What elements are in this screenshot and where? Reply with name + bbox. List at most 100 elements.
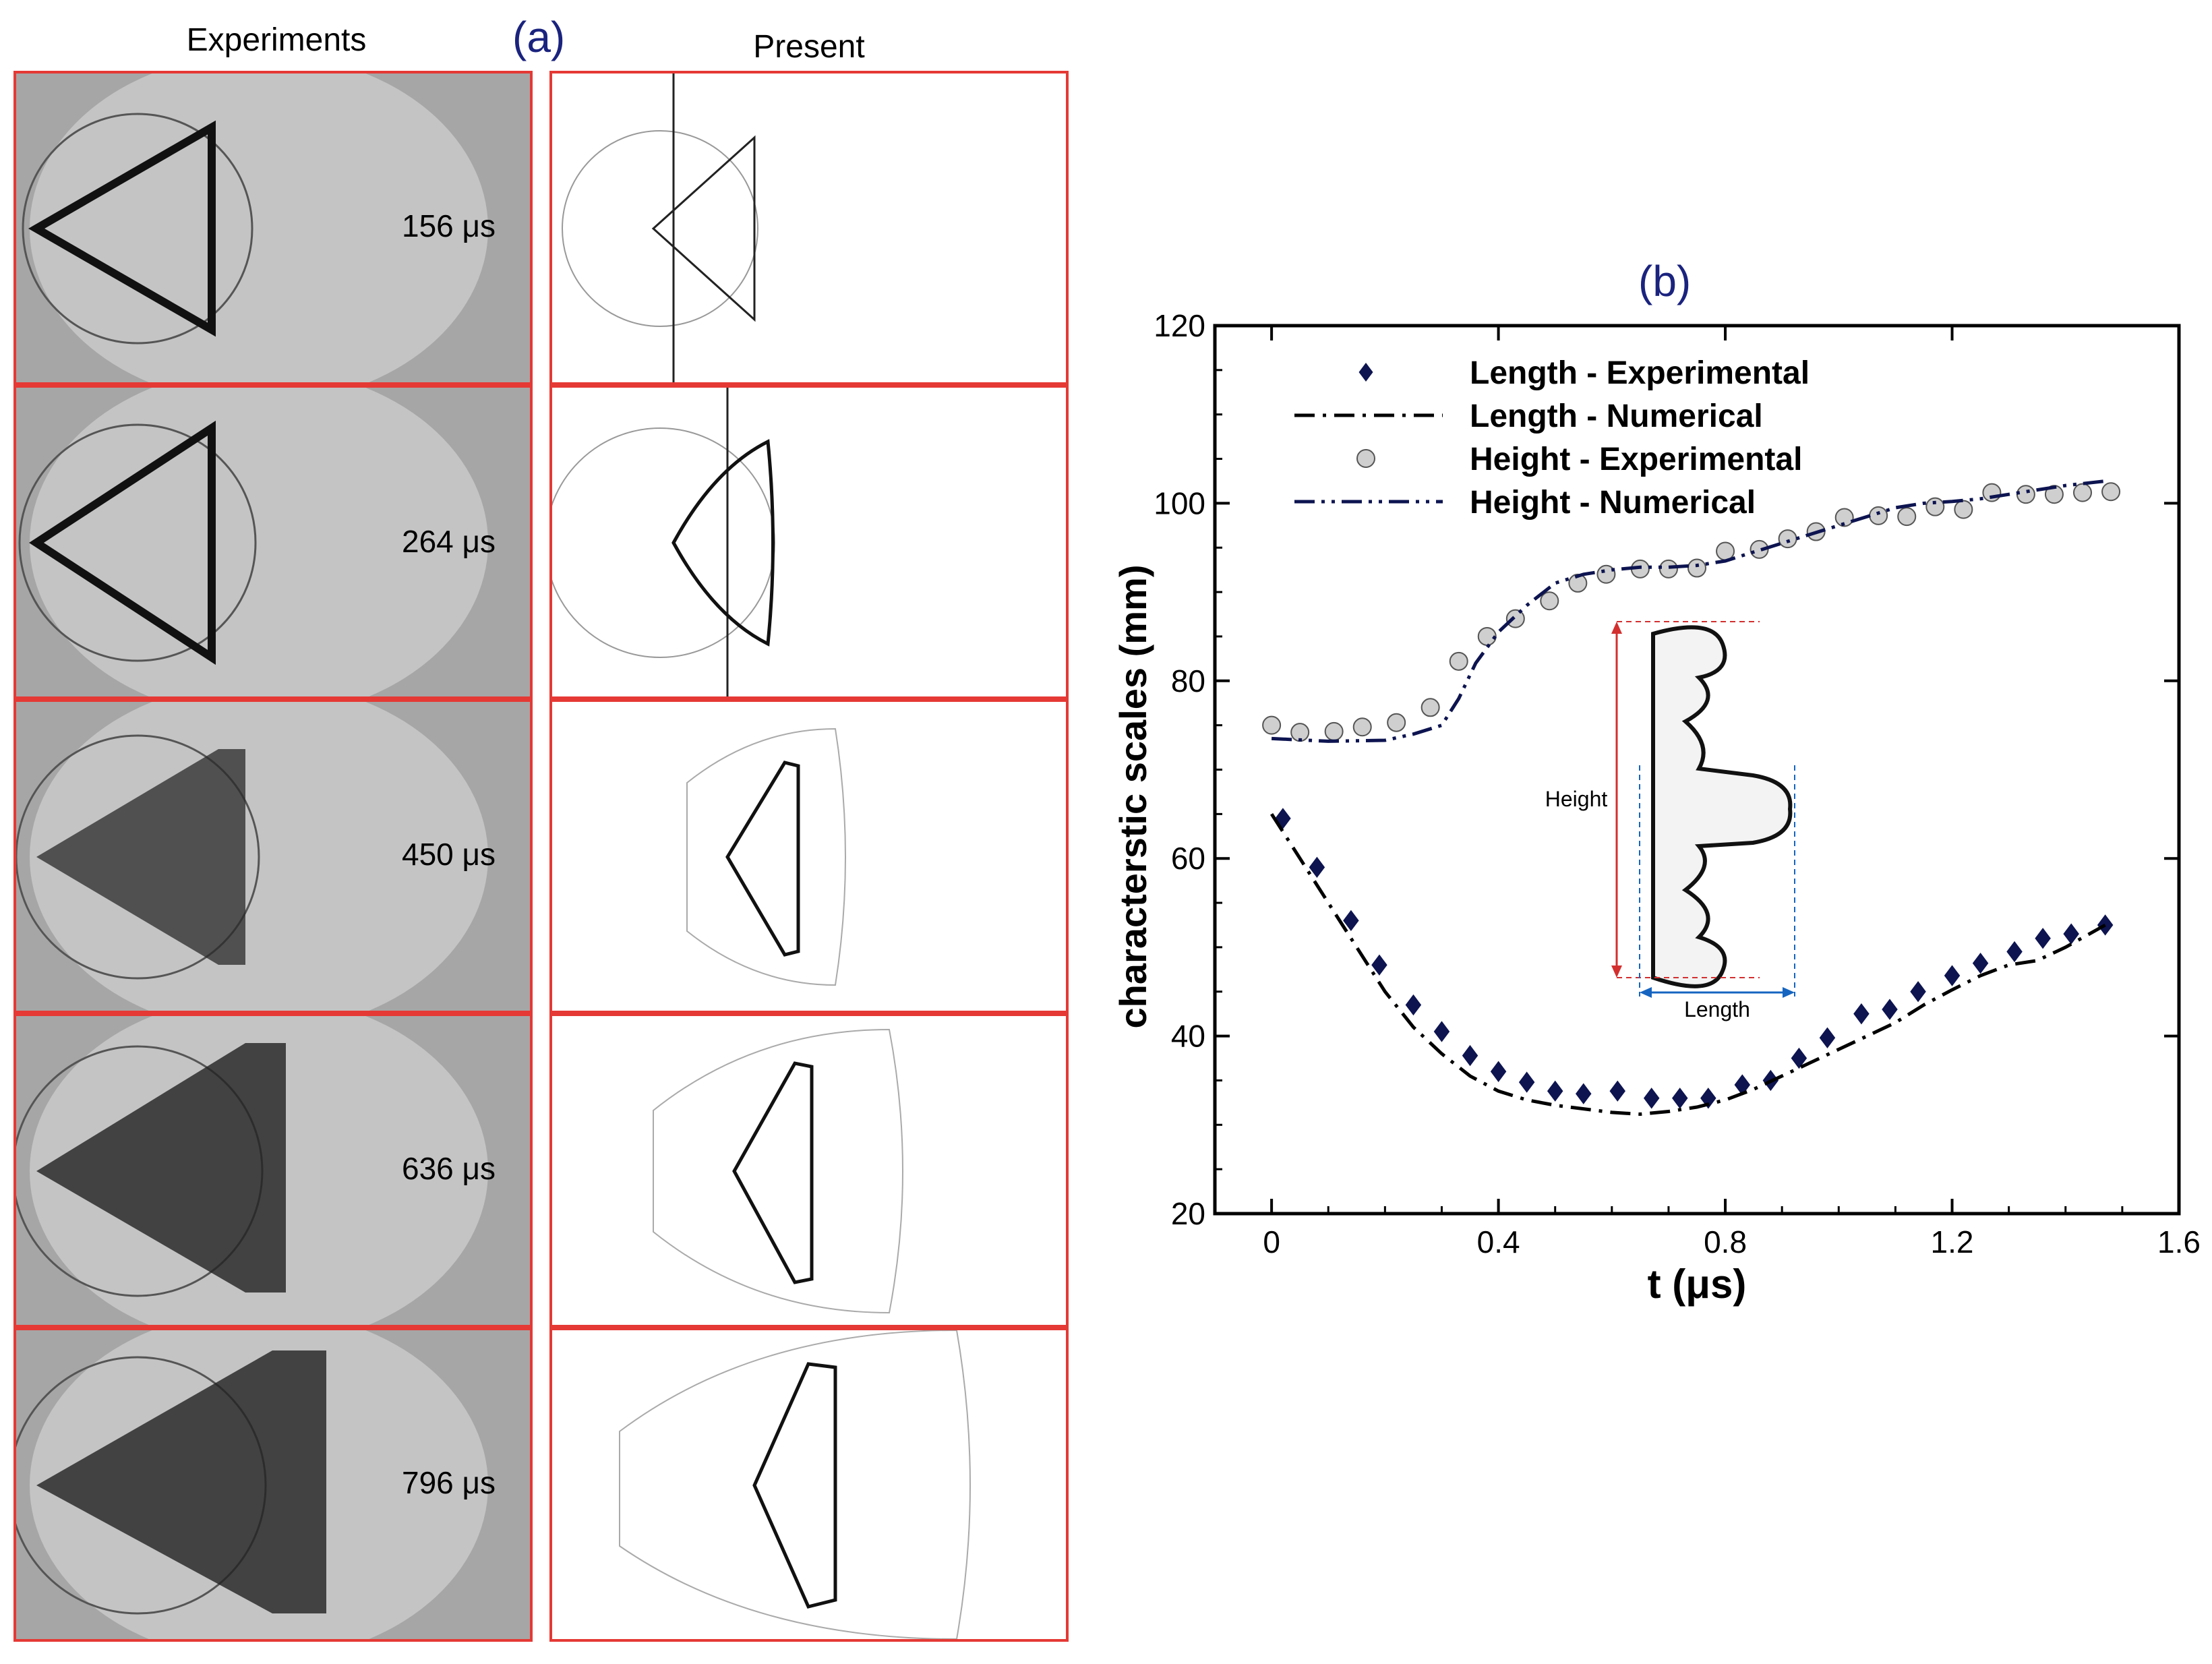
shock-image-experiment-2 (16, 388, 530, 696)
data-point-length-exp (1309, 856, 1325, 879)
numerical-frame-1 (549, 71, 1069, 385)
data-point-height-exp (1954, 500, 1973, 519)
time-label-2: 264 μs (402, 524, 496, 559)
x-tick-label: 0.4 (1477, 1224, 1520, 1259)
data-point-length-exp (1371, 954, 1387, 976)
data-point-length-exp (1791, 1047, 1807, 1069)
panel-b-label: (b) (1638, 257, 1692, 305)
data-point-height-exp (1897, 507, 1917, 527)
y-tick-label: 20 (1171, 1196, 1205, 1231)
inset-height-label: Height (1545, 787, 1608, 811)
experiment-frame-5 (13, 1328, 533, 1642)
data-point-height-exp (1262, 715, 1282, 735)
data-point-height-exp (1925, 497, 1945, 516)
numerical-frame-4 (549, 1013, 1069, 1328)
y-tick-label: 80 (1171, 663, 1205, 699)
data-point-length-exp (2063, 923, 2079, 945)
data-point-length-exp (2006, 941, 2023, 963)
experiment-frame-2 (13, 385, 533, 699)
data-point-length-exp (1910, 981, 1926, 1003)
legend-entry: Length - Experimental (1470, 355, 1810, 391)
present-column-title: Present (753, 29, 865, 65)
y-tick-label: 100 (1154, 485, 1205, 521)
shock-image-experiment-3 (16, 702, 530, 1011)
legend-swatch-height-exp (1356, 449, 1375, 468)
y-tick-label: 40 (1171, 1019, 1205, 1054)
data-point-length-exp (1853, 1003, 1870, 1025)
time-label-1: 156 μs (402, 208, 496, 243)
data-point-height-exp (1352, 717, 1372, 737)
y-tick-label: 60 (1171, 841, 1205, 876)
data-point-height-exp (2101, 482, 2121, 502)
panel-a-label: (a) (512, 13, 566, 61)
data-point-height-exp (1324, 721, 1344, 741)
data-point-length-exp (1518, 1071, 1535, 1093)
x-tick-label: 1.6 (2157, 1224, 2201, 1259)
experiments-column-title: Experiments (186, 22, 367, 58)
data-point-length-exp (1672, 1088, 1688, 1109)
data-point-length-exp (1343, 910, 1359, 932)
data-point-height-exp (1687, 558, 1706, 578)
data-point-height-exp (1658, 559, 1678, 578)
data-point-height-exp (2073, 483, 2092, 502)
experiment-frame-3 (13, 699, 533, 1013)
data-point-height-exp (1750, 539, 1769, 559)
data-point-height-exp (2016, 485, 2035, 504)
x-tick-label: 0.8 (1704, 1224, 1747, 1259)
shock-image-experiment-5 (16, 1330, 530, 1639)
experiment-frame-1 (13, 71, 533, 385)
data-point-length-exp (1819, 1027, 1836, 1048)
experiment-frame-4 (13, 1013, 533, 1328)
shock-image-experiment-4 (16, 1016, 530, 1325)
inset-length-label: Length (1684, 997, 1750, 1021)
data-point-length-exp (1944, 965, 1961, 986)
x-tick-label: 1.2 (1931, 1224, 1974, 1259)
time-label-5: 796 μs (402, 1465, 496, 1500)
y-axis-label: characterstic scales (mm) (1112, 565, 1154, 1029)
legend-entry: Height - Experimental (1470, 442, 1802, 477)
data-point-height-exp (1505, 609, 1525, 628)
data-point-height-exp (1778, 529, 1797, 549)
data-point-height-exp (1540, 591, 1559, 611)
x-tick-label: 0 (1263, 1224, 1280, 1259)
data-point-length-exp (1433, 1021, 1450, 1042)
data-point-length-exp (1462, 1044, 1478, 1067)
data-point-length-exp (1643, 1088, 1660, 1109)
series-line-3 (1271, 479, 2105, 743)
data-point-length-exp (1490, 1061, 1507, 1082)
data-point-height-exp (1834, 508, 1854, 527)
data-point-length-exp (1576, 1083, 1592, 1104)
data-point-height-exp (1869, 506, 1888, 525)
shock-image-numerical-2 (552, 388, 775, 696)
series-line-1 (1269, 812, 2106, 1117)
legend-entry: Length - Numerical (1470, 398, 1763, 434)
legend-entry: Height - Numerical (1470, 485, 1756, 521)
time-label-3: 450 μs (402, 837, 496, 872)
shock-image-numerical-4 (653, 1028, 903, 1314)
data-point-height-exp (1387, 713, 1406, 732)
numerical-frame-3 (549, 699, 1069, 1013)
numerical-frame-5 (549, 1328, 1069, 1642)
data-point-length-exp (1734, 1074, 1751, 1096)
inset-schematic: Height Length (1545, 621, 1795, 1021)
shock-image-numerical-3 (686, 727, 846, 986)
data-point-length-exp (2035, 928, 2051, 949)
data-point-length-exp (1609, 1080, 1625, 1102)
shock-image-experiment-1 (16, 73, 530, 382)
shock-image-numerical-1 (562, 73, 758, 382)
x-axis-label: t (μs) (1648, 1261, 1747, 1307)
y-tick-label: 120 (1154, 308, 1205, 343)
shock-image-numerical-5 (619, 1330, 971, 1639)
data-point-height-exp (1982, 483, 2002, 502)
data-point-length-exp (1405, 994, 1422, 1016)
data-point-length-exp (2097, 914, 2114, 936)
legend-swatch-length-exp (1358, 363, 1373, 382)
data-point-height-exp (1421, 698, 1440, 717)
data-point-length-exp (1882, 999, 1898, 1020)
data-point-length-exp (1972, 952, 1989, 974)
data-point-height-exp (1449, 651, 1468, 671)
numerical-frame-2 (549, 385, 1069, 699)
time-label-4: 636 μs (402, 1151, 496, 1186)
data-point-length-exp (1547, 1080, 1563, 1102)
